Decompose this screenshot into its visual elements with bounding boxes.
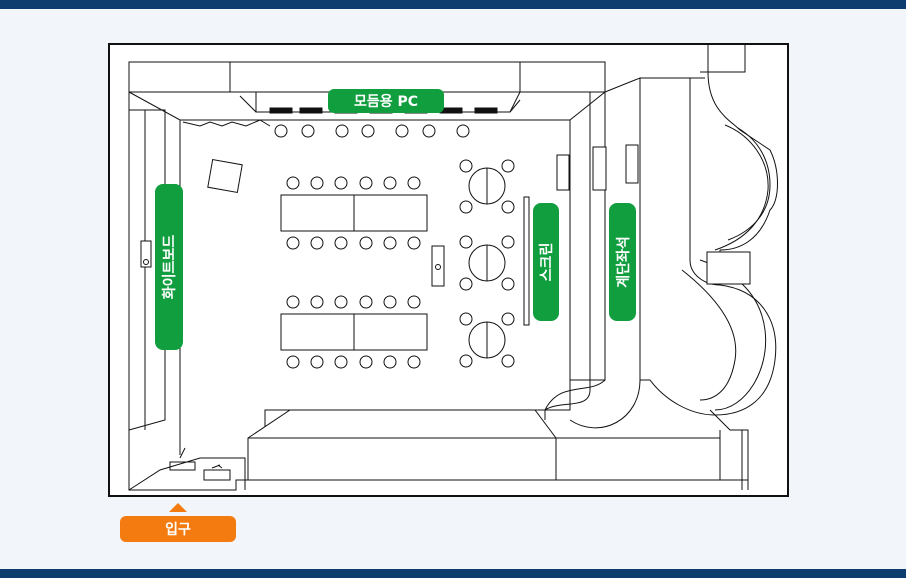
whiteboard-label: 화이트보드 [155,184,183,350]
entrance-label: 입구 [120,516,236,542]
tiered-seats-label: 계단좌석 [609,203,636,321]
screen-label: 스크린 [533,203,559,321]
tiered-seating-shape [640,44,778,490]
tiered-seats-label-text: 계단좌석 [615,236,632,288]
table-group-2 [280,295,428,369]
bottom-bar [0,569,906,578]
whiteboard-label-text: 화이트보드 [162,234,178,300]
entrance-arrow-icon [169,503,187,512]
pc-label: 모듬용 PC [328,89,444,113]
top-bar [0,0,906,9]
screen-label-text: 스크린 [539,242,555,282]
pc-chairs [274,124,470,138]
table-group-1 [280,176,428,250]
round-tables [459,159,515,368]
